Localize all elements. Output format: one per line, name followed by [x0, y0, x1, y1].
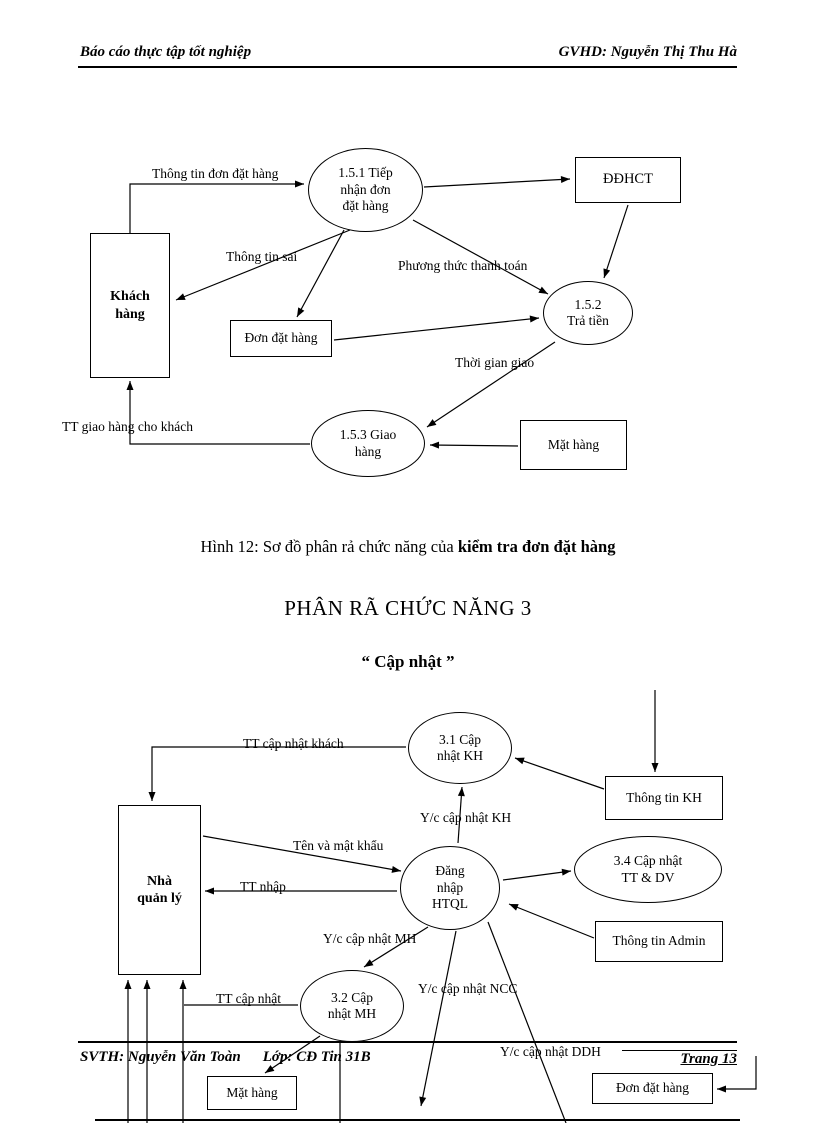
figure-caption-text: Hình 12: Sơ đồ phân rả chức năng của [200, 537, 458, 556]
arrow-admin-to-dangnhap [508, 903, 595, 939]
header-advisor: GVHD: Nguyễn Thị Thu Hà [558, 44, 737, 60]
store-thong-tin-admin-label: Thông tin Admin [612, 933, 706, 949]
process-dang-nhap-label: Đăng nhập HTQL [432, 863, 468, 912]
line-yc-cap-nhat-ddh [487, 921, 567, 1123]
flow-label-tt-giao-hang: TT giao hàng cho khách [62, 419, 193, 434]
arrow-thong-tin-sai [175, 229, 351, 301]
store-don-dat-hang: Đơn đặt hàng [230, 320, 332, 357]
process-3-2: 3.2 Cập nhật MH [300, 970, 404, 1042]
process-1-5-1-label: 1.5.1 Tiếp nhận đơn đặt hàng [338, 165, 393, 214]
arrow-dangnhap-to-p34 [502, 868, 572, 881]
process-1-5-2-label: 1.5.2 Trả tiền [567, 296, 609, 328]
flow-label-thong-tin-sai: Thông tin sai [226, 249, 298, 264]
flow-label-yc-cap-nhat-kh: Y/c cập nhật KH [420, 810, 512, 825]
arrow-p151-to-don-dat-hang [296, 229, 345, 318]
arrow-tt-cap-nhat-khach [148, 746, 406, 801]
store-don-dat-hang-label: Đơn đặt hàng [244, 330, 318, 346]
process-dang-nhap: Đăng nhập HTQL [400, 846, 500, 930]
store-don-dat-hang-2-label: Đơn đặt hàng [615, 1080, 690, 1096]
process-1-5-3-label: 1.5.3 Giao hàng [339, 427, 397, 459]
footer-page-number: Trang 13 [680, 1051, 737, 1067]
flow-label-phuong-thuc: Phương thức thanh toán [398, 258, 528, 273]
entity-khach-hang: Khách hàng [90, 233, 170, 378]
flow-label-yc-cap-nhat-ddh: Y/c cập nhật DDH [500, 1044, 601, 1059]
flow-label-yc-cap-nhat-mh: Y/c cập nhật MH [323, 931, 417, 946]
footer-student: SVTH: Nguyễn Văn Toàn Lớp: CĐ Tin 31B [80, 1049, 371, 1066]
arrow-mat-hang-to-p153 [429, 441, 519, 449]
footer-right-rule [622, 1050, 737, 1051]
store-don-dat-hang-2: Đơn đặt hàng [592, 1073, 713, 1104]
store-mat-hang-2: Mặt hàng [207, 1076, 297, 1110]
process-1-5-2: 1.5.2 Trả tiền [543, 281, 633, 345]
process-1-5-1: 1.5.1 Tiếp nhận đơn đặt hàng [308, 148, 423, 232]
section-title: PHÂN RÃ CHỨC NĂNG 3 [284, 596, 532, 620]
figure-caption-bold: kiểm tra đơn đặt hàng [457, 537, 616, 556]
arrow-ddhct-to-p152 [603, 204, 629, 279]
process-1-5-3: 1.5.3 Giao hàng [311, 410, 425, 477]
store-mat-hang-label: Mặt hàng [547, 436, 600, 452]
page-bottom-rule [95, 1119, 740, 1121]
flow-label-thong-tin-don: Thông tin đơn đặt hàng [152, 166, 279, 181]
entity-nha-quan-ly: Nhà quản lý [118, 805, 201, 975]
entity-nha-quan-ly-label: Nhà quản lý [137, 873, 182, 906]
store-thong-tin-kh: Thông tin KH [605, 776, 723, 820]
section-subtitle: “ Cập nhật ” [361, 652, 455, 671]
process-3-2-label: 3.2 Cập nhật MH [327, 989, 377, 1021]
arrow-phuong-thuc [412, 219, 549, 295]
flow-label-thoi-gian-giao: Thời gian giao [455, 355, 535, 370]
process-3-4-label: 3.4 Cập nhật TT & DV [613, 853, 683, 885]
process-3-1: 3.1 Cập nhật KH [408, 712, 512, 784]
arrow-p151-to-ddhct [423, 175, 571, 188]
arrow-thong-tin-kh-to-p31 [514, 757, 605, 790]
store-thong-tin-admin: Thông tin Admin [595, 921, 723, 962]
process-3-4: 3.4 Cập nhật TT & DV [574, 836, 722, 903]
flow-label-tt-nhap: TT nhập [240, 879, 286, 894]
footer-svth: SVTH: Nguyễn Văn Toàn [80, 1049, 241, 1065]
store-ddhct: ĐĐHCT [575, 157, 681, 203]
store-mat-hang: Mặt hàng [520, 420, 627, 470]
footer-lop: Lớp: CĐ Tin 31B [262, 1049, 371, 1065]
flow-label-ten-mat-khau: Tên và mật khẩu [293, 838, 384, 853]
flow-label-tt-cap-nhat-khach: TT cập nhật khách [243, 736, 344, 751]
store-mat-hang-2-label: Mặt hàng [226, 1084, 278, 1100]
entity-khach-hang-label: Khách hàng [110, 289, 150, 322]
figure-caption: Hình 12: Sơ đồ phân rả chức năng của kiể… [0, 537, 816, 557]
process-3-1-label: 3.1 Cập nhật KH [436, 731, 484, 763]
flow-label-tt-cap-nhat: TT cập nhật [216, 991, 281, 1006]
arrow-don-dat-hang-to-p152 [333, 315, 540, 341]
store-thong-tin-kh-label: Thông tin KH [626, 789, 702, 805]
flow-label-yc-cap-nhat-ncc: Y/c cập nhật NCC [418, 981, 518, 996]
footer-rule [78, 1041, 737, 1043]
store-ddhct-label: ĐĐHCT [603, 171, 653, 188]
arrow-yc-cap-nhat-ncc [419, 930, 457, 1107]
arrow-thong-tin-don [129, 180, 304, 233]
header-rule [78, 66, 737, 68]
header-report-title: Báo cáo thực tập tốt nghiệp [80, 44, 252, 60]
